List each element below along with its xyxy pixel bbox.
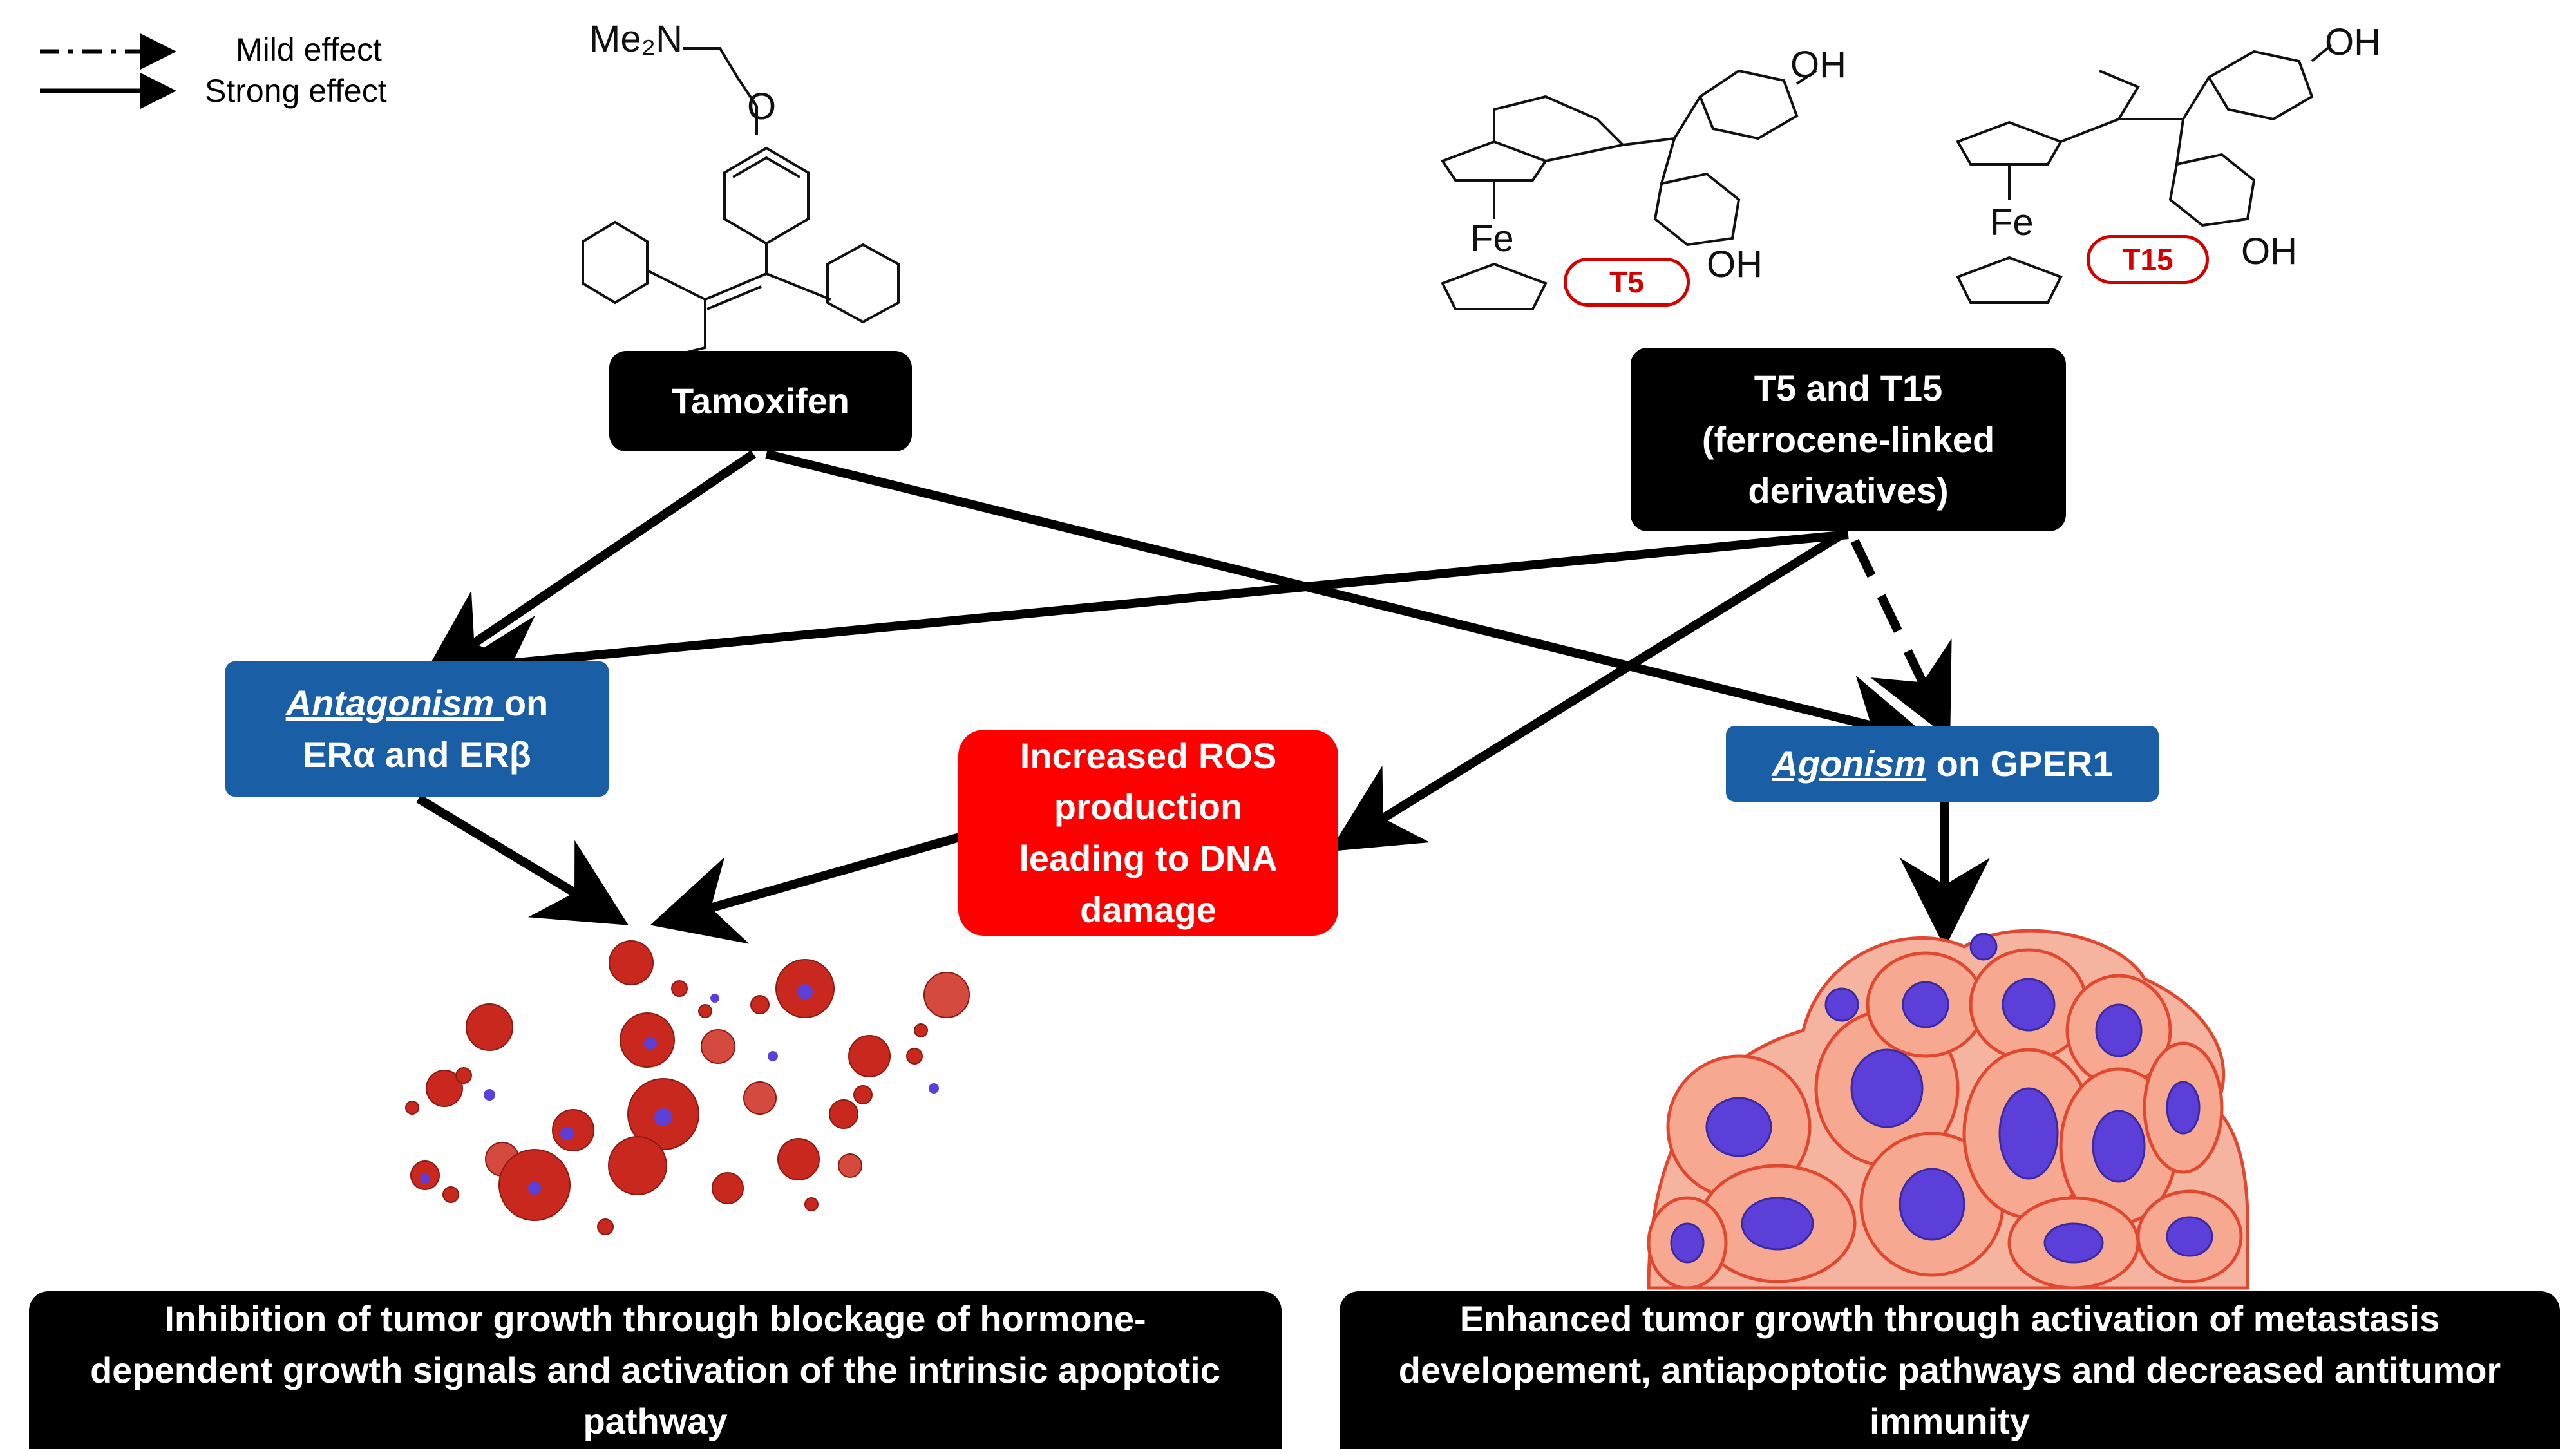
t5-t15-line-1: T5 and T15 (1754, 368, 1943, 409)
arrow-t5t15-to-agonism-dashed (1850, 538, 1952, 739)
antagonism-box: Antagonism on ERα and ERβ (225, 661, 609, 797)
apoptotic-cells-illustration (405, 940, 970, 1235)
t5-structure (1440, 69, 1817, 310)
arrow-t5t15-to-ros (1329, 531, 1844, 852)
flow-arrows (416, 450, 1990, 948)
t5-t15-box: T5 and T15 (ferrocene-linked derivatives… (1631, 348, 2066, 531)
agonism-box: Agonism on GPER1 (1726, 726, 2159, 802)
outcome-left-line-2: dependent growth signals and activation … (90, 1349, 1220, 1390)
antagonism-rest: on (504, 683, 549, 724)
ros-line-4: damage (1080, 889, 1217, 930)
t5-fe-label: Fe (1470, 218, 1514, 260)
t15-oh-top-label: OH (2325, 21, 2381, 63)
outcome-right-line-1: Enhanced tumor growth through activation… (1459, 1298, 2440, 1340)
antagonism-emphasis: Antagonism (285, 683, 504, 724)
t5-oh-bottom-label: OH (1707, 243, 1763, 285)
outcome-right-line-2: developement, antiapoptotic pathways and… (1398, 1349, 2501, 1390)
t5-t15-line-2: (ferrocene-linked (1701, 419, 1995, 460)
tamoxifen-nme2-label: Me₂N (589, 18, 683, 60)
antagonism-line-1: Antagonism on (286, 677, 549, 729)
ros-line-2: production (1054, 786, 1243, 828)
arrow-t5t15-to-antagonism (450, 530, 1849, 706)
tamoxifen-box: Tamoxifen (609, 351, 912, 451)
ros-box: Increased ROS production leading to DNA … (958, 730, 1338, 936)
arrow-antagonism-to-tumor (416, 795, 629, 925)
outcome-left-line-1: Inhibition of tumor growth through block… (164, 1298, 1146, 1340)
t15-structure (1956, 44, 2333, 304)
ros-line-3: leading to DNA (1019, 838, 1278, 878)
arrow-tamoxifen-to-antagonism (422, 450, 756, 679)
outcome-left-line-3: pathway (583, 1401, 728, 1442)
agonism-emphasis: Agonism (1772, 743, 1927, 784)
t15-fe-label: Fe (1990, 202, 2034, 243)
outcome-right-box: Enhanced tumor growth through activation… (1340, 1291, 2560, 1449)
tamoxifen-label: Tamoxifen (672, 381, 849, 422)
arrow-tamoxifen-to-agonism (765, 450, 1933, 763)
t15-oh-bottom-label: OH (2241, 231, 2297, 272)
tamoxifen-structure (582, 47, 900, 362)
ros-line-1: Increased ROS (1019, 735, 1277, 776)
arrow-ros-to-tumor (650, 833, 961, 944)
t15-badge: T15 (2087, 235, 2209, 284)
legend-mild-label: Mild effect (236, 32, 382, 68)
legend-strong-label: Strong effect (205, 73, 387, 109)
tumor-nuclei (1670, 933, 2213, 1264)
t5-badge: T5 (1564, 258, 1690, 307)
t5-oh-top-label: OH (1790, 44, 1846, 86)
legend (40, 33, 176, 109)
outcome-left-box: Inhibition of tumor growth through block… (29, 1291, 1282, 1449)
agonism-rest: on GPER1 (1936, 743, 2113, 784)
outcome-right-line-3: immunity (1870, 1401, 2030, 1442)
tamoxifen-o-label: O (747, 86, 776, 128)
antagonism-line-2: ERα and ERβ (303, 734, 531, 775)
t5-t15-line-3: derivatives) (1748, 470, 1949, 511)
